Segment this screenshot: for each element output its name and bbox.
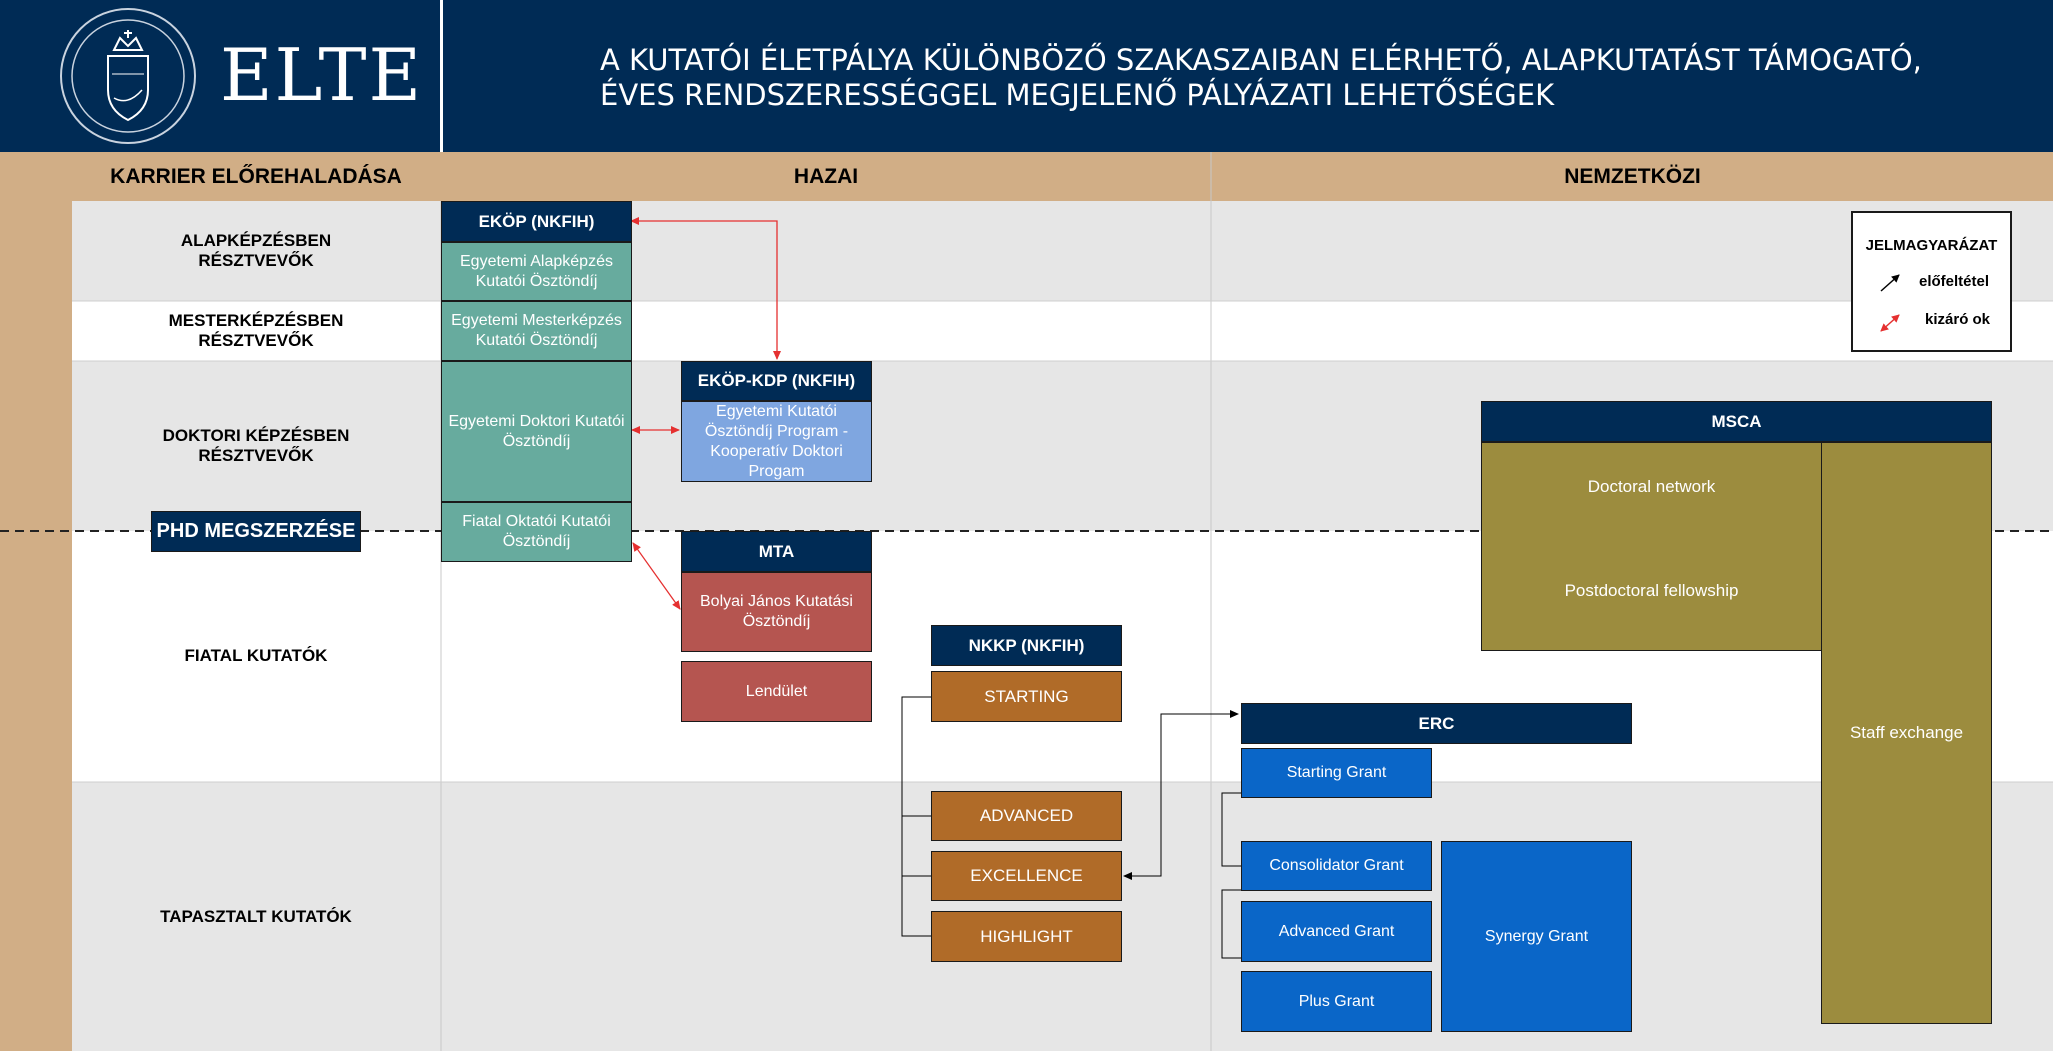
erc-advanced-grant: Advanced Grant — [1241, 901, 1432, 962]
erc-starting-grant: Starting Grant — [1241, 748, 1432, 798]
mta-title: MTA — [681, 531, 872, 572]
column-header-career: KARRIER ELŐREHALADÁSA — [110, 164, 402, 188]
ekop-doctoral-scholarship: Egyetemi Doktori Kutatói Ösztöndíj — [441, 361, 632, 502]
column-header-band — [72, 152, 2053, 201]
legend-title: JELMAGYARÁZAT — [1865, 236, 1998, 254]
erc-synergy-grant: Synergy Grant — [1441, 841, 1632, 1032]
ekop-young-lecturer-scholarship: Fiatal Oktatói Kutatói Ösztöndíj — [441, 502, 632, 562]
nkkp-highlight: HIGHLIGHT — [931, 911, 1122, 962]
prerequisite-arrow-erc-excellence — [1123, 710, 1239, 880]
nkkp-starting: STARTING — [931, 671, 1122, 722]
ekop-master-scholarship: Egyetemi Mesterképzés Kutatói Ösztöndíj — [441, 301, 632, 361]
msca-doctoral-network: Doctoral network — [1587, 477, 1716, 496]
header-title-area: A KUTATÓI ÉLETPÁLYA KÜLÖNBÖZŐ SZAKASZAIB… — [443, 0, 2053, 152]
header-logo-area: ELTE — [0, 0, 440, 152]
row-label-bachelor: ALAPKÉPZÉSBEN RÉSZTVEVŐK — [180, 231, 332, 270]
ekop-title: EKÖP (NKFIH) — [441, 201, 632, 242]
nkkp-advanced: ADVANCED — [931, 791, 1122, 841]
legend-box: JELMAGYARÁZAT előfeltétel kizáró ok — [1851, 211, 2012, 352]
row-label-doctoral: DOKTORI KÉPZÉSBEN RÉSZTVEVŐK — [162, 426, 350, 465]
msca-postdoctoral-fellowship: Postdoctoral fellowship — [1564, 581, 1739, 600]
nkkp-excellence: EXCELLENCE — [931, 851, 1122, 901]
erc-plus-grant: Plus Grant — [1241, 971, 1432, 1032]
column-header-international: NEMZETKÖZI — [1564, 164, 1701, 188]
page-title-line1: A KUTATÓI ÉLETPÁLYA KÜLÖNBÖZŐ SZAKASZAIB… — [600, 43, 1922, 77]
erc-title: ERC — [1241, 703, 1632, 744]
phd-milestone-label: PHD MEGSZERZÉSE — [151, 511, 361, 552]
row-label-experienced: TAPASZTALT KUTATÓK — [160, 907, 352, 926]
ekop-kdp-title: EKÖP-KDP (NKFIH) — [681, 361, 872, 401]
column-header-domestic: HAZAI — [793, 164, 859, 188]
exclusive-arrow-ekop-kdp — [630, 217, 781, 360]
exclusive-arrow-icon — [1880, 314, 1900, 332]
msca-title: MSCA — [1481, 401, 1992, 442]
erc-tree-line — [1221, 792, 1241, 867]
mta-bolyai-scholarship: Bolyai János Kutatási Ösztöndíj — [681, 572, 872, 652]
ekop-kdp-program: Egyetemi Kutatói Ösztöndíj Program - Koo… — [681, 401, 872, 482]
page-title-line2: ÉVES RENDSZERESSÉGGEL MEGJELENŐ PÁLYÁZAT… — [600, 78, 1555, 112]
nkkp-title: NKKP (NKFIH) — [931, 625, 1122, 666]
logo-text: ELTE — [220, 33, 424, 117]
row-label-master: MESTERKÉPZÉSBEN RÉSZTVEVŐK — [168, 311, 344, 350]
msca-staff-exchange: Staff exchange — [1821, 442, 1992, 1024]
row-label-young: FIATAL KUTATÓK — [184, 646, 328, 665]
prerequisite-arrow-icon — [1880, 274, 1900, 292]
legend-prerequisite-label: előfeltétel — [1919, 273, 1990, 290]
legend-exclusive-label: kizáró ok — [1925, 311, 1991, 328]
band-master — [72, 301, 2053, 361]
seal-graphic — [71, 19, 185, 133]
erc-consolidator-grant: Consolidator Grant — [1241, 841, 1432, 891]
left-strip — [0, 152, 72, 1051]
elte-seal — [60, 8, 196, 144]
legend-icons — [1880, 274, 1900, 332]
mta-lendulet: Lendület — [681, 661, 872, 722]
band-bachelor — [72, 201, 2053, 301]
exclusive-arrow-fiatal-bolyai — [632, 542, 681, 610]
ekop-bachelor-scholarship: Egyetemi Alapképzés Kutatói Ösztöndíj — [441, 242, 632, 301]
header-divider — [440, 0, 443, 152]
msca-fellowship-block — [1481, 442, 1822, 651]
